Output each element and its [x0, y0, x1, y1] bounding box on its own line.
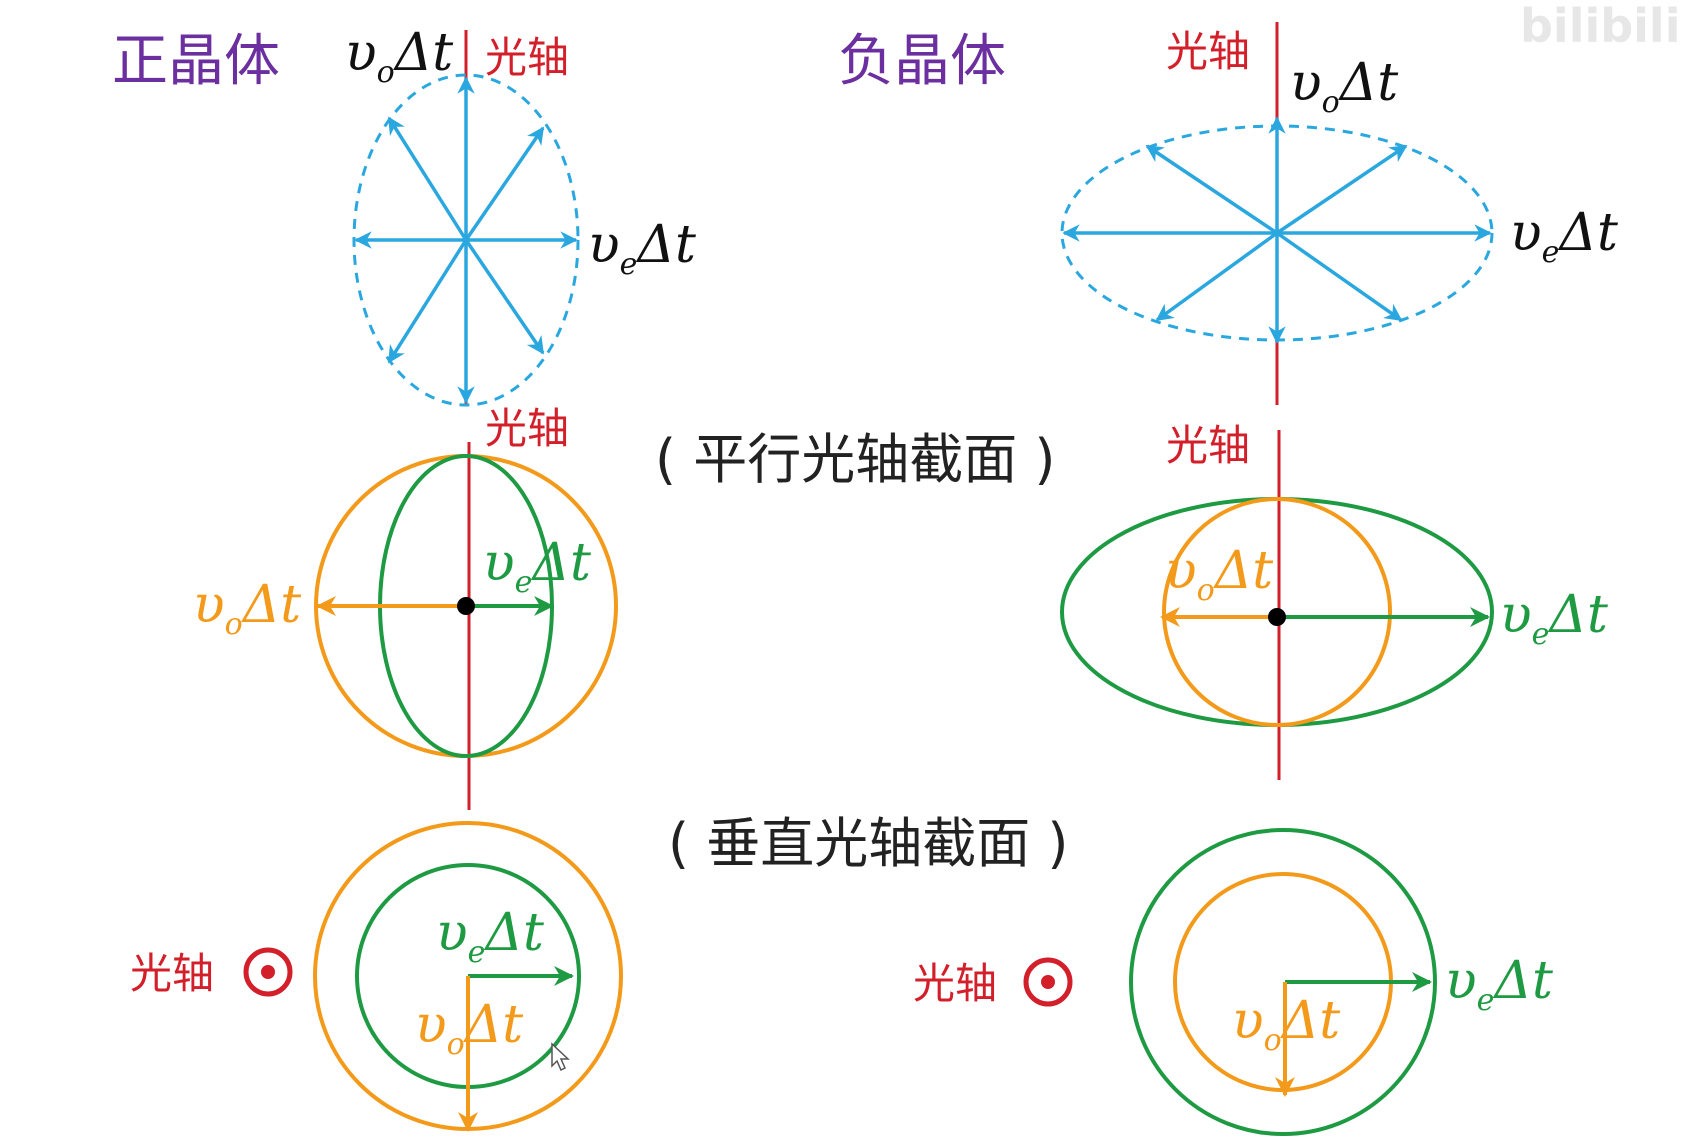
- optic-axis-label: 光轴: [913, 959, 997, 1008]
- velocity-arrow: [1155, 231, 1279, 322]
- ordinary-velocity-label: υoΔt: [1165, 541, 1273, 608]
- mouse-cursor-icon: [551, 1042, 570, 1072]
- velocity-arrow: [464, 239, 545, 355]
- ordinary-velocity-label: υoΔt: [415, 995, 523, 1062]
- extraordinary-velocity-label: υeΔt: [588, 215, 696, 282]
- title-negative-crystal: 负晶体: [838, 29, 1006, 94]
- extraordinary-velocity-label: υeΔt: [483, 533, 591, 600]
- velocity-arrow: [387, 116, 468, 241]
- extraordinary-velocity-label: υeΔt: [1510, 203, 1618, 270]
- ordinary-velocity-label: υoΔt: [193, 575, 301, 642]
- negative-wavefront-diagram: 光轴 υoΔt υeΔt: [1060, 22, 1618, 405]
- extraordinary-velocity-label: υeΔt: [1500, 585, 1608, 652]
- velocity-arrow: [1276, 144, 1408, 235]
- velocity-arrow: [387, 239, 468, 364]
- section-label-perpendicular: ( 垂直光轴截面 ): [668, 812, 1068, 875]
- wavefront-ellipse: [352, 73, 580, 407]
- velocity-arrow: [464, 126, 545, 241]
- positive-parallel-section: 光轴 υoΔt υeΔt: [193, 442, 618, 810]
- optic-axis-label: 光轴: [485, 404, 569, 453]
- positive-wavefront-diagram: 光轴 光轴 υoΔt υeΔt: [345, 23, 696, 453]
- extraordinary-velocity-label: υeΔt: [436, 903, 544, 970]
- ordinary-velocity-label: υoΔt: [345, 23, 453, 90]
- ordinary-velocity-label: υoΔt: [1232, 991, 1340, 1058]
- extraordinary-wavefront-circle: [1129, 828, 1437, 1136]
- watermark-logo: bilibili: [1520, 0, 1680, 53]
- origin-dot: [1268, 608, 1286, 626]
- extraordinary-velocity-label: υeΔt: [1445, 951, 1553, 1018]
- negative-parallel-section: 光轴 υoΔt υeΔt: [1060, 421, 1608, 780]
- section-label-parallel: ( 平行光轴截面 ): [655, 428, 1055, 491]
- ordinary-velocity-label: υoΔt: [1290, 53, 1398, 120]
- optic-axis-out-of-page-icon: [1023, 957, 1073, 1007]
- optic-axis-label: 光轴: [1166, 27, 1250, 76]
- optic-axis-label: 光轴: [130, 949, 214, 998]
- optic-axis-label: 光轴: [1166, 421, 1250, 470]
- velocity-arrow: [1145, 144, 1278, 235]
- optic-axis-label: 光轴: [485, 33, 569, 82]
- origin-dot: [457, 597, 475, 615]
- negative-perpendicular-section: 光轴 υeΔt υoΔt: [913, 828, 1553, 1136]
- positive-perpendicular-section: 光轴 υeΔt υoΔt: [130, 821, 623, 1132]
- title-positive-crystal: 正晶体: [112, 29, 280, 94]
- velocity-arrow: [1275, 231, 1403, 322]
- optic-axis-out-of-page-icon: [243, 947, 293, 997]
